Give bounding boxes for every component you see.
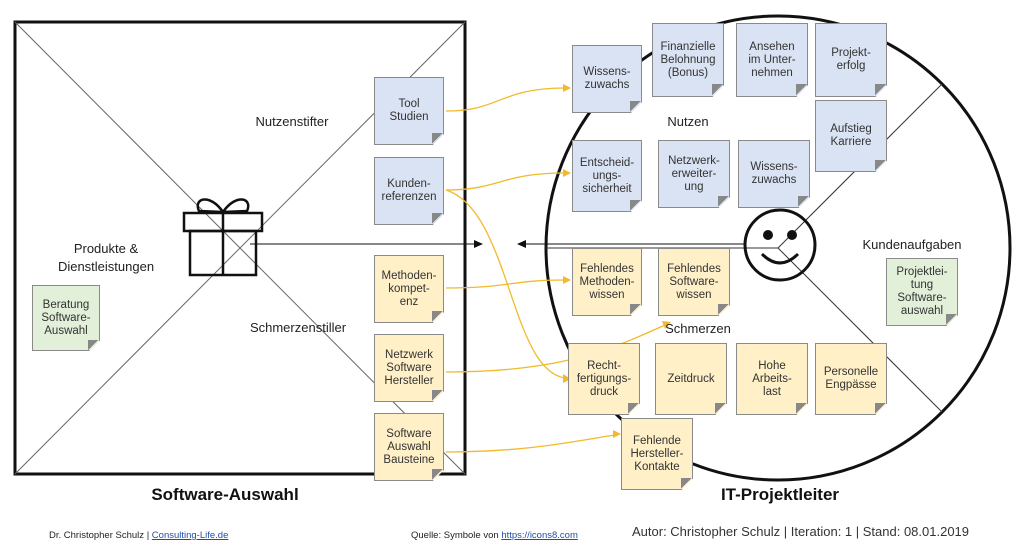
gain-note[interactable]: Wissens- zuwachs	[738, 140, 810, 208]
segment-label-gains: Nutzen	[667, 114, 709, 129]
fit-arrow-left-head	[517, 240, 526, 248]
pain-note[interactable]: Fehlende Hersteller- Kontakte	[621, 418, 693, 490]
pain-reliever-note[interactable]: Software Auswahl Bausteine	[374, 413, 444, 481]
gain-creator-note[interactable]: Tool Studien	[374, 77, 444, 145]
pain-note[interactable]: Fehlendes Software- wissen	[658, 248, 730, 316]
footer-source-prefix: Quelle: Symbole von	[411, 530, 499, 541]
segment-label-products-services: Produkte & Dienstleistungen	[57, 241, 155, 274]
footer-source-link[interactable]: https://icons8.com	[501, 530, 578, 541]
value-map-title: Software-Auswahl	[151, 485, 299, 504]
customer-job-note[interactable]: Projektlei- tung Software- auswahl	[886, 258, 958, 326]
pain-note[interactable]: Personelle Engpässe	[815, 343, 887, 415]
connector-arrowhead	[662, 321, 671, 329]
customer-profile-title: IT-Projektleiter	[720, 485, 840, 504]
footer-source: Quelle: Symbole von https://icons8.com	[411, 530, 578, 541]
segment-label-pain-relievers: Schmerzenstiller	[249, 320, 347, 335]
smiley-face-icon	[743, 208, 817, 282]
connector-arrow	[445, 189, 566, 379]
gift-icon	[182, 198, 264, 277]
gain-note[interactable]: Projekt- erfolg	[815, 23, 887, 97]
connector-arrow	[445, 87, 566, 112]
footer-meta: Autor: Christopher Schulz | Iteration: 1…	[632, 524, 970, 539]
gain-note[interactable]: Entscheid- ungs- sicherheit	[572, 140, 642, 212]
value-map-frame	[13, 20, 467, 476]
footer-author-name: Dr. Christopher Schulz	[49, 530, 145, 541]
segment-label-gain-creators: Nutzenstifter	[255, 114, 329, 129]
footer-separator: |	[146, 530, 150, 541]
gain-note[interactable]: Netzwerk- erweiter- ung	[658, 140, 730, 208]
pain-note[interactable]: Hohe Arbeits- last	[736, 343, 808, 415]
product-service-note[interactable]: Beratung Software- Auswahl	[32, 285, 100, 351]
pain-note[interactable]: Zeitdruck	[655, 343, 727, 415]
gain-creator-note[interactable]: Kunden- referenzen	[374, 157, 444, 225]
segment-label-pains: Schmerzen	[665, 321, 731, 336]
customer-profile-divider	[777, 247, 943, 413]
connector-arrowhead	[613, 430, 621, 438]
segment-label-customer-jobs: Kundenaufgaben	[862, 237, 962, 252]
pain-reliever-note[interactable]: Methoden- kompet- enz	[374, 255, 444, 323]
fit-arrow-right-head	[474, 240, 483, 248]
footer-author-link[interactable]: Consulting-Life.de	[151, 530, 229, 541]
connector-arrowhead	[563, 374, 571, 383]
pain-note[interactable]: Fehlendes Methoden- wissen	[572, 248, 642, 316]
gain-note[interactable]: Finanzielle Belohnung (Bonus)	[652, 23, 724, 97]
gain-note[interactable]: Ansehen im Unter- nehmen	[736, 23, 808, 97]
connector-arrow	[445, 279, 566, 289]
connector-arrowhead	[563, 169, 571, 177]
connector-arrowhead	[563, 84, 571, 92]
gain-note[interactable]: Aufstieg Karriere	[815, 100, 887, 172]
pain-reliever-note[interactable]: Netzwerk Software Hersteller	[374, 334, 444, 402]
connector-arrowhead	[563, 276, 571, 284]
footer-author: Dr. Christopher Schulz | Consulting-Life…	[49, 530, 228, 541]
connector-arrow	[445, 172, 566, 191]
pain-note[interactable]: Recht- fertigungs- druck	[568, 343, 640, 415]
connector-arrow	[445, 434, 616, 453]
gain-note[interactable]: Wissens- zuwachs	[572, 45, 642, 113]
